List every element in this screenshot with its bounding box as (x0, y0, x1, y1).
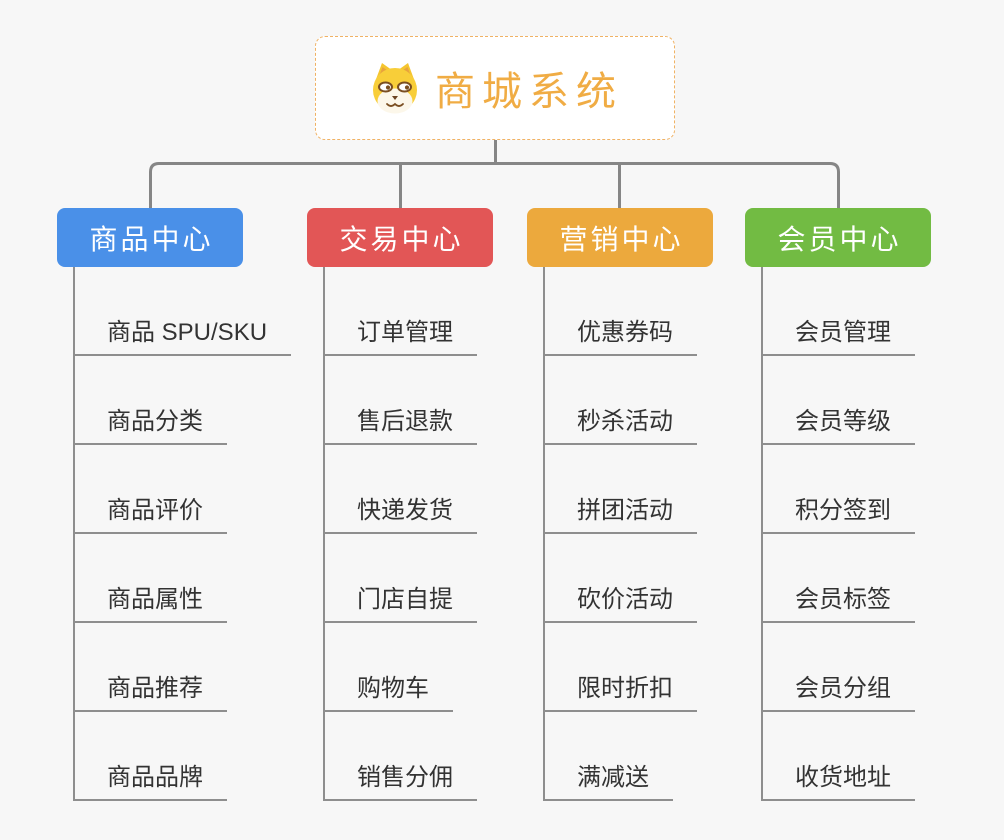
leaf-node[interactable]: 商品评价 (73, 488, 227, 534)
leaf-node[interactable]: 满减送 (543, 755, 673, 801)
branch-spine (73, 267, 75, 801)
leaf-node[interactable]: 会员等级 (761, 399, 915, 445)
leaf-node[interactable]: 购物车 (323, 666, 453, 712)
leaf-node[interactable]: 收货地址 (761, 755, 915, 801)
leaf-node[interactable]: 砍价活动 (543, 577, 697, 623)
branch-label: 营销中心 (559, 223, 684, 255)
leaf-node[interactable]: 商品属性 (73, 577, 227, 623)
leaf-node[interactable]: 积分签到 (761, 488, 915, 534)
branch-node-member-center[interactable]: 会员中心 (745, 208, 931, 267)
root-title: 商城系统 (435, 70, 623, 114)
leaf-node[interactable]: 快递发货 (323, 488, 477, 534)
leaf-node[interactable]: 销售分佣 (323, 755, 477, 801)
leaf-node[interactable]: 限时折扣 (543, 666, 697, 712)
leaf-node[interactable]: 会员标签 (761, 577, 915, 623)
leaf-node[interactable]: 秒杀活动 (543, 399, 697, 445)
branch-spine (323, 267, 325, 801)
root-node[interactable]: 商城系统 (315, 36, 675, 140)
branch-node-trade-center[interactable]: 交易中心 (307, 208, 493, 267)
leaf-node[interactable]: 会员管理 (761, 310, 915, 356)
leaf-node[interactable]: 门店自提 (323, 577, 477, 623)
branch-node-product-center[interactable]: 商品中心 (57, 208, 243, 267)
leaf-node[interactable]: 会员分组 (761, 666, 915, 712)
branch-spine (543, 267, 545, 801)
leaf-node[interactable]: 优惠券码 (543, 310, 697, 356)
leaf-node[interactable]: 订单管理 (323, 310, 477, 356)
branch-node-marketing-center[interactable]: 营销中心 (527, 208, 713, 267)
branch-label: 会员中心 (777, 223, 902, 255)
branch-label: 交易中心 (339, 223, 464, 255)
leaf-node[interactable]: 商品品牌 (73, 755, 227, 801)
leaf-node[interactable]: 商品 SPU/SKU (73, 310, 292, 356)
dog-face-icon (373, 63, 417, 114)
branch-spine (761, 267, 763, 801)
leaf-node[interactable]: 售后退款 (323, 399, 477, 445)
leaf-node[interactable]: 商品分类 (73, 399, 227, 445)
leaf-node[interactable]: 商品推荐 (73, 666, 227, 712)
leaf-node[interactable]: 拼团活动 (543, 488, 697, 534)
branch-label: 商品中心 (89, 223, 214, 255)
